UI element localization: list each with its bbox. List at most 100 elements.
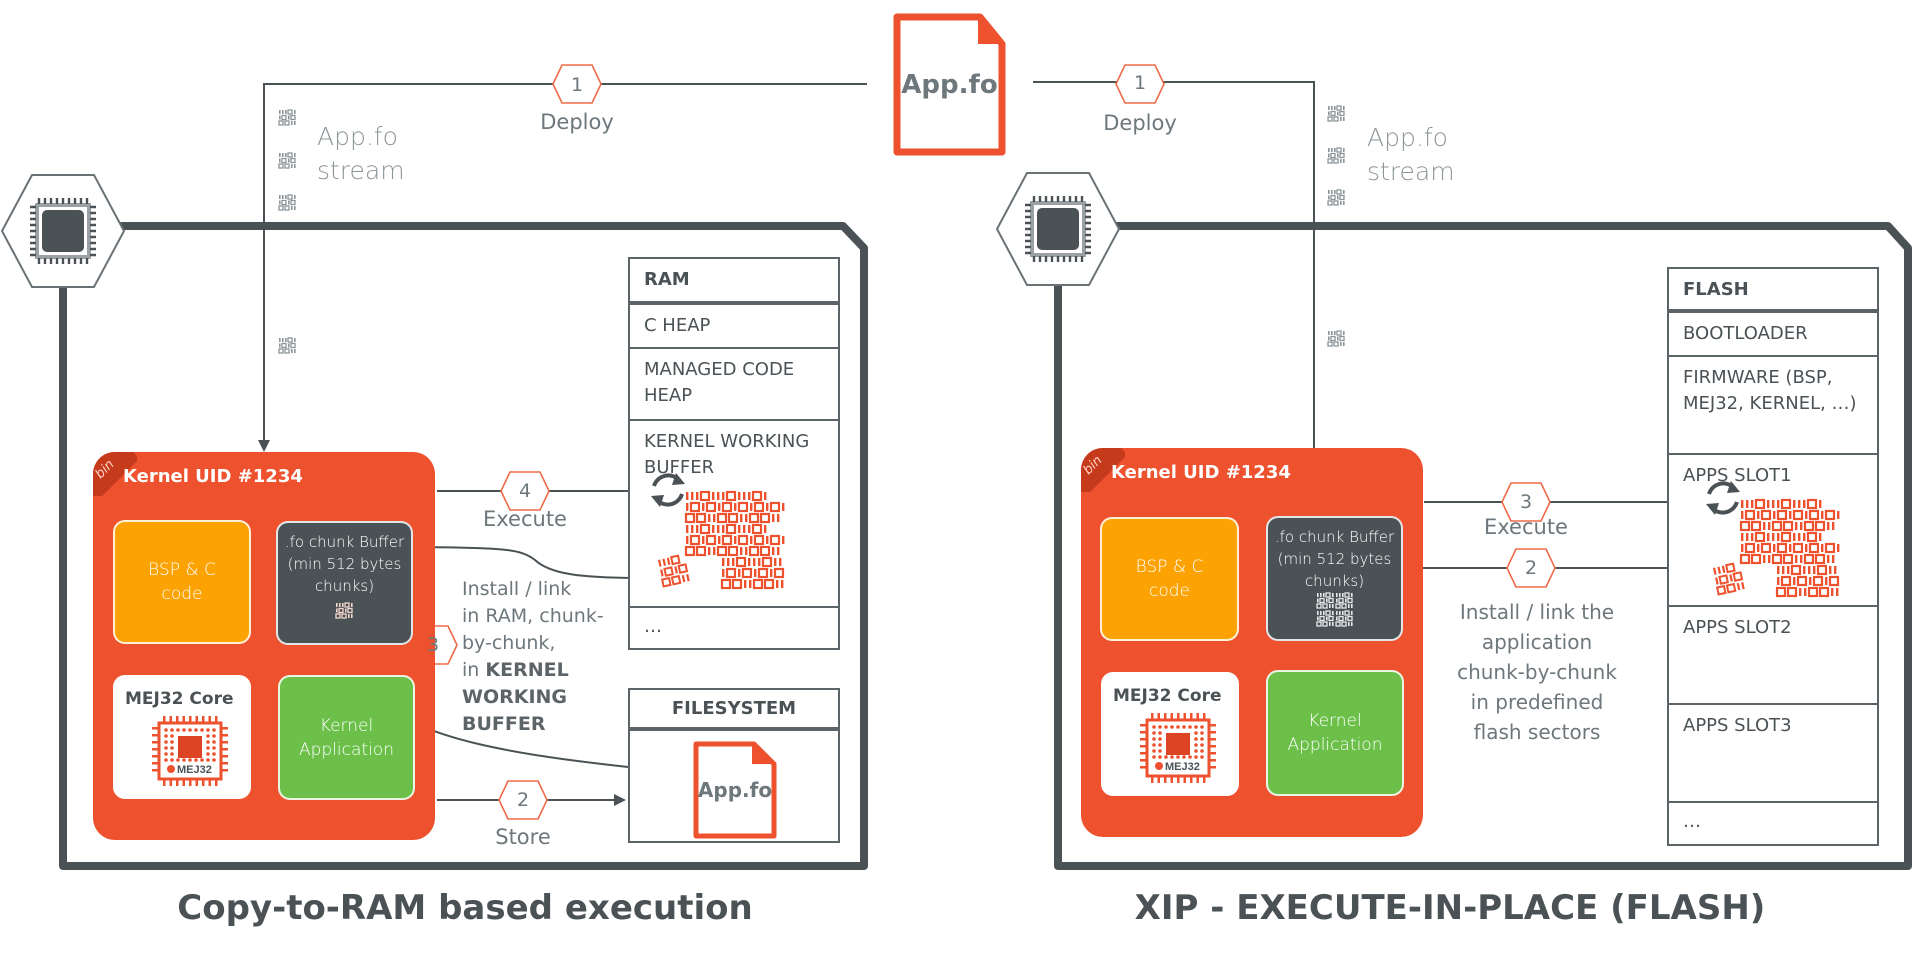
ram-row-kernel-working-buffer[interactable]: KERNEL WORKING BUFFER: [630, 421, 838, 608]
flash-row[interactable]: APPS SLOT3: [1669, 705, 1877, 803]
mej32-chip-icon: MEJ32: [152, 716, 228, 786]
buffer-line3: chunks): [1304, 572, 1365, 590]
right-kernel-box[interactable]: bin Kernel UID #1234 BSP & C code .fo ch…: [1081, 448, 1423, 837]
source-file[interactable]: App.fo: [892, 12, 1007, 157]
left-execute-step-number: 4: [518, 480, 532, 502]
file-icon: [693, 741, 777, 839]
install-line4-bold: KERNEL: [485, 659, 569, 681]
mej32-chip-icon: MEJ32: [1140, 713, 1216, 783]
ram-row[interactable]: …: [644, 616, 662, 637]
file-icon: [893, 13, 1006, 156]
left-deploy-line: [258, 83, 867, 452]
install-line3: chunk-by-chunk: [1457, 660, 1617, 684]
buffer-line1: .fo chunk Buffer: [284, 533, 405, 551]
install-line2: application: [1481, 630, 1593, 654]
app-line1: Kernel: [319, 715, 374, 736]
flash-row[interactable]: …: [1683, 811, 1701, 832]
left-install-description: Install / link in RAM, chunk- by-chunk, …: [462, 576, 604, 738]
filesystem-file[interactable]: App.fo: [692, 740, 778, 840]
right-execute-step-number: 3: [1519, 491, 1533, 513]
binary-code-icon: [1704, 479, 1840, 598]
left-mej32-core-tile[interactable]: MEJ32 Core MEJ32: [113, 675, 251, 799]
ram-row[interactable]: MANAGED CODE HEAP: [630, 349, 838, 421]
left-chip-icon: [0, 173, 126, 289]
install-line6: BUFFER: [462, 713, 546, 735]
left-store-step-number: 2: [516, 789, 530, 811]
binary-code-icon: [649, 471, 785, 590]
buffer-line1: .fo chunk Buffer: [1274, 528, 1395, 546]
left-diagram-title: Copy-to-RAM based execution: [177, 888, 753, 928]
mej32-logo-text: MEJ32: [1165, 761, 1200, 773]
left-binary-code-block-icon: [649, 470, 800, 599]
bsp-line1: BSP & C: [1135, 557, 1204, 577]
bsp-line2: code: [161, 584, 203, 604]
ram-header: RAM: [630, 259, 838, 305]
right-diagram-title: XIP - EXECUTE-IN-PLACE (FLASH): [1134, 888, 1766, 928]
left-kernel-title: Kernel UID #1234: [123, 466, 303, 487]
left-kernel-box[interactable]: bin Kernel UID #1234 BSP & C code .fo ch…: [93, 452, 435, 840]
install-line1: Install / link the: [1459, 600, 1615, 624]
left-deploy-step-number: 1: [570, 74, 584, 96]
right-stream-line2: stream: [1367, 157, 1455, 186]
right-mej32-core-tile[interactable]: MEJ32 Core MEJ32: [1101, 672, 1239, 796]
refresh-icon: [1704, 479, 1742, 517]
left-install-step-number: 3: [426, 634, 440, 656]
left-stream-label: App.fo stream: [317, 120, 405, 188]
filesystem-file-label: App.fo: [697, 778, 773, 802]
right-install-step-number: 2: [1524, 557, 1538, 579]
left-kernel-application-tile[interactable]: Kernel Application: [278, 675, 415, 800]
install-line4: in predefined: [1470, 690, 1604, 714]
filesystem-header: FILESYSTEM: [630, 690, 838, 731]
install-line2: in RAM, chunk-: [462, 605, 604, 627]
binary-chunk-icon: [334, 602, 353, 619]
left-stream-line2: stream: [317, 156, 405, 185]
right-deploy-line: [1033, 81, 1320, 513]
source-file-label: App.fo: [901, 70, 998, 100]
filesystem-table: FILESYSTEM App.fo: [628, 688, 840, 843]
left-chunk-buffer-tile[interactable]: .fo chunk Buffer (min 512 bytes chunks): [276, 521, 413, 645]
right-device-frame: [1054, 222, 1912, 870]
right-chip-icon: [995, 171, 1121, 287]
app-line1: Kernel: [1308, 711, 1362, 731]
install-line5: WORKING: [462, 686, 568, 708]
left-bsp-tile[interactable]: BSP & C code: [113, 520, 251, 644]
buffer-line3: chunks): [314, 577, 375, 595]
right-binary-code-block-icon: [1704, 478, 1855, 607]
ram-row-label: KERNEL WORKING BUFFER: [644, 431, 810, 478]
flash-row-apps-slot1[interactable]: APPS SLOT1: [1669, 455, 1877, 607]
flash-row[interactable]: APPS SLOT2: [1669, 607, 1877, 705]
flash-row[interactable]: FIRMWARE (BSP, MEJ32, KERNEL, …): [1669, 357, 1877, 455]
right-execute-label: Execute: [1484, 515, 1568, 539]
ram-row[interactable]: C HEAP: [630, 305, 838, 349]
right-kernel-application-tile[interactable]: Kernel Application: [1266, 670, 1404, 796]
install-line4-prefix: in: [462, 659, 486, 681]
buffer-line2: (min 512 bytes: [1277, 550, 1392, 568]
bsp-line2: code: [1149, 581, 1190, 601]
buffer-line2: (min 512 bytes: [287, 555, 402, 573]
right-deploy-step-number: 1: [1133, 72, 1147, 94]
left-execute-label: Execute: [483, 507, 567, 531]
mej32-core-title: MEJ32 Core: [1113, 686, 1222, 706]
right-deploy-label: Deploy: [1103, 111, 1177, 135]
flash-row[interactable]: BOOTLOADER: [1669, 313, 1877, 357]
bsp-line1: BSP & C: [148, 560, 216, 580]
mej32-chip-logo-icon: MEJ32: [145, 715, 235, 794]
left-device-frame: [59, 222, 868, 870]
left-deploy-label: Deploy: [540, 110, 614, 134]
right-bsp-tile[interactable]: BSP & C code: [1100, 517, 1239, 641]
mej32-chip-logo-icon: MEJ32: [1133, 712, 1223, 791]
right-chunk-buffer-tile[interactable]: .fo chunk Buffer (min 512 bytes chunks): [1266, 516, 1403, 641]
app-line2: Application: [299, 739, 394, 760]
right-stream-line1: App.fo: [1367, 123, 1448, 152]
right-install-description: Install / link the application chunk-by-…: [1437, 597, 1637, 747]
install-line1: Install / link: [462, 578, 572, 600]
left-stream-icons: [278, 109, 297, 354]
binary-chunks-icon: [1315, 592, 1353, 627]
left-install-arrow: [412, 546, 645, 584]
refresh-icon: [649, 471, 687, 509]
mej32-logo-text: MEJ32: [177, 764, 212, 776]
right-kernel-title: Kernel UID #1234: [1111, 462, 1291, 483]
app-line2: Application: [1287, 735, 1383, 755]
mej32-core-title: MEJ32 Core: [125, 689, 234, 709]
